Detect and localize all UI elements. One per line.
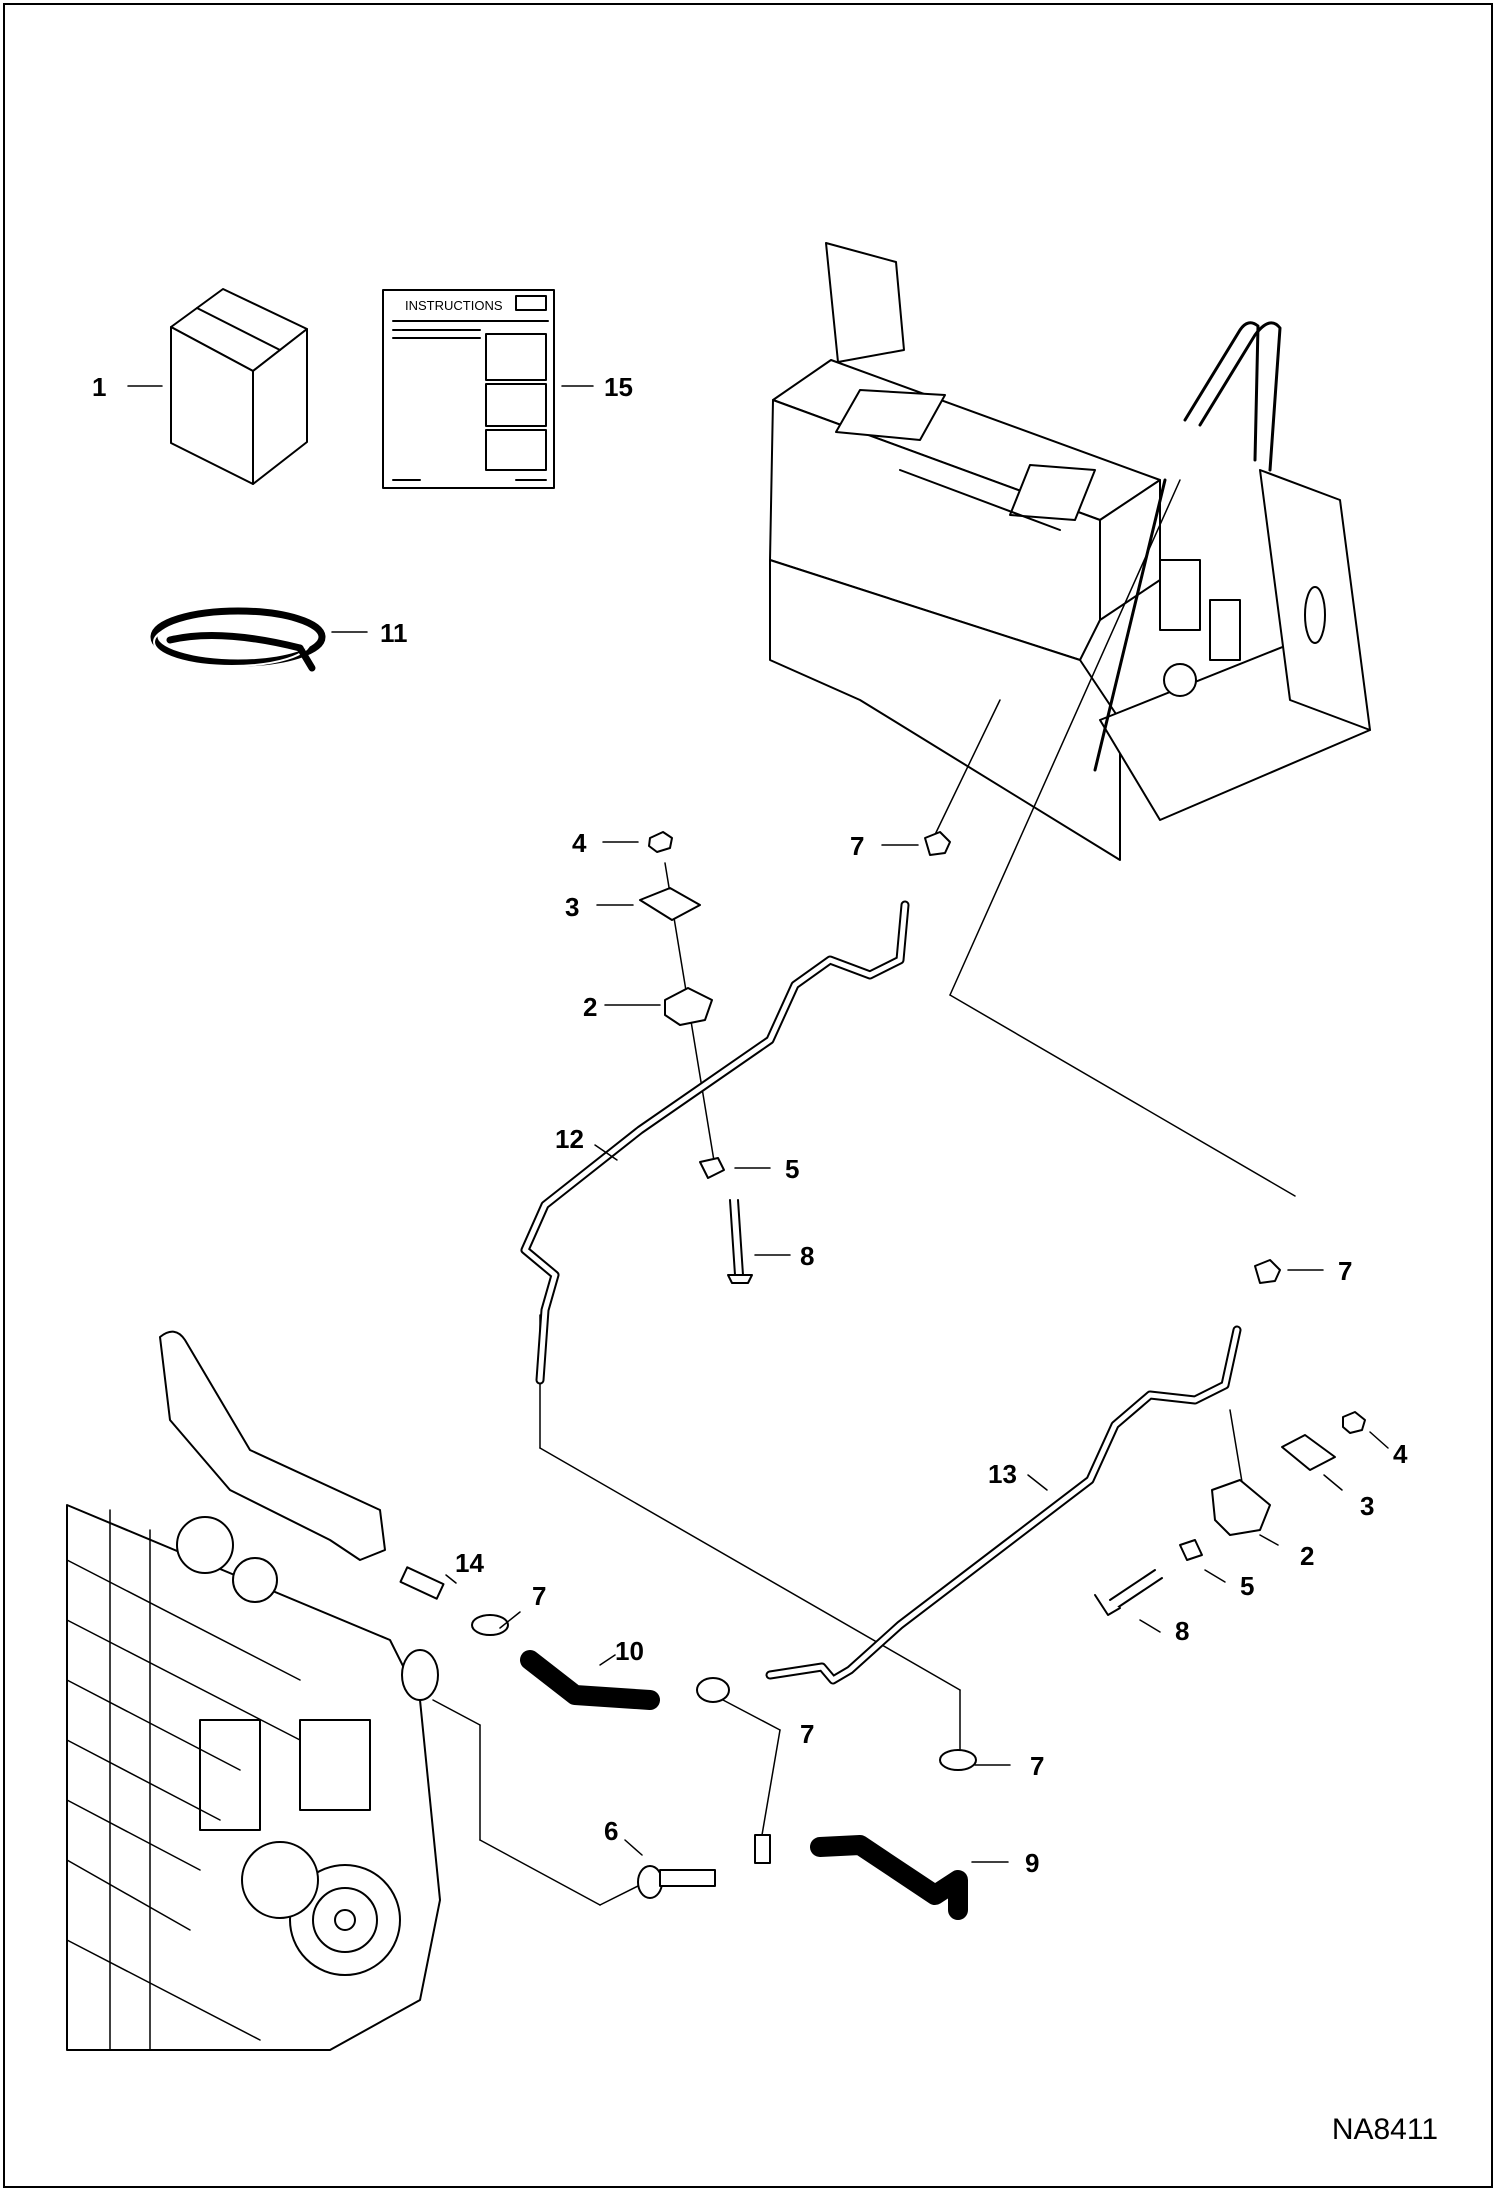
callout-7-right: 7 <box>1338 1256 1352 1286</box>
callout-7-middle: 7 <box>800 1719 814 1749</box>
drawing-reference-code: NA8411 <box>1331 2113 1438 2146</box>
heater-box-assembly <box>769 242 1371 861</box>
callout-13: 13 <box>988 1459 1017 1489</box>
callout-leaders <box>127 385 1389 1863</box>
heater-tube-13 <box>765 1325 1242 1685</box>
callout-12: 12 <box>555 1124 584 1154</box>
engine-assembly <box>66 1330 441 2051</box>
callout-3-upper: 3 <box>565 892 579 922</box>
callout-1: 1 <box>92 372 106 402</box>
heater-tube-13-core <box>767 1327 1240 1683</box>
fitting-14 <box>399 1566 445 1600</box>
callout-10: 10 <box>615 1636 644 1666</box>
callout-7-clamp: 7 <box>532 1581 546 1611</box>
sheet-border <box>3 3 1493 2188</box>
hose-coil-icon <box>150 607 326 672</box>
callout-7-upper: 7 <box>850 831 864 861</box>
kit-box-icon <box>170 288 308 485</box>
callout-labels: 1 15 11 4 3 2 12 5 8 7 7 13 4 3 2 5 8 14… <box>92 372 1408 1878</box>
heater-hose-loops <box>1093 321 1282 772</box>
fitting-6 <box>637 1865 716 1899</box>
callout-3-lower: 3 <box>1360 1491 1374 1521</box>
instructions-sheet-icon: INSTRUCTIONS <box>382 289 555 489</box>
callout-2-lower: 2 <box>1300 1541 1314 1571</box>
callout-8-lower: 8 <box>1175 1616 1189 1646</box>
callout-15: 15 <box>604 372 633 402</box>
callout-5-lower: 5 <box>1240 1571 1254 1601</box>
hose-clamps <box>471 831 1281 1864</box>
heater-tube-12-core <box>522 902 908 1383</box>
instructions-heading: INSTRUCTIONS <box>405 298 503 313</box>
callout-14: 14 <box>455 1548 484 1578</box>
callout-8-upper: 8 <box>800 1241 814 1271</box>
callout-11: 11 <box>380 618 408 648</box>
hose-9 <box>810 1835 968 1920</box>
callout-4-upper: 4 <box>572 828 587 858</box>
mounting-hardware-lower <box>1094 1411 1366 1616</box>
hose-10 <box>520 1650 660 1710</box>
callout-4-lower: 4 <box>1393 1439 1408 1469</box>
callout-9: 9 <box>1025 1848 1039 1878</box>
callout-2-upper: 2 <box>583 992 597 1022</box>
callout-6: 6 <box>604 1816 618 1846</box>
engine-detail-lines <box>66 1509 301 2051</box>
callout-7-lower: 7 <box>1030 1751 1044 1781</box>
mounting-hardware-upper <box>639 831 753 1284</box>
callout-5-upper: 5 <box>785 1154 799 1184</box>
